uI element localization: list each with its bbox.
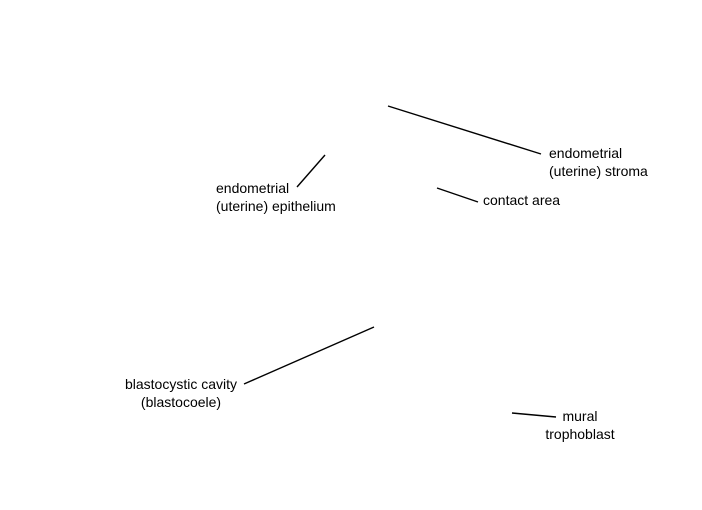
label-endometrial-stroma: endometrial (uterine) stroma <box>549 144 648 180</box>
label-stroma-line2: (uterine) stroma <box>549 163 648 179</box>
label-endometrial-epithelium: endometrial (uterine) epithelium <box>216 179 336 215</box>
leader-line-contact <box>436 187 479 203</box>
label-mural-line1: mural <box>562 408 598 424</box>
label-epithelium-line1: endometrial <box>216 180 290 196</box>
leader-line-epithelium <box>296 154 326 188</box>
label-contact-area: contact area <box>483 191 560 209</box>
leader-line-cavity <box>243 326 375 385</box>
label-epithelium-line2: (uterine) epithelium <box>216 198 336 214</box>
label-contact-line1: contact area <box>483 192 561 208</box>
label-blastocystic-cavity: blastocystic cavity (blastocoele) <box>122 375 240 411</box>
label-cavity-line1: blastocystic cavity <box>124 376 238 392</box>
leader-line-stroma <box>387 105 542 155</box>
label-mural-line2: trophoblast <box>545 426 615 442</box>
label-stroma-line1: endometrial <box>549 145 623 161</box>
label-mural-trophoblast: mural trophoblast <box>540 407 620 443</box>
label-cavity-line2: (blastocoele) <box>140 394 222 410</box>
leader-line-mural <box>511 412 557 418</box>
